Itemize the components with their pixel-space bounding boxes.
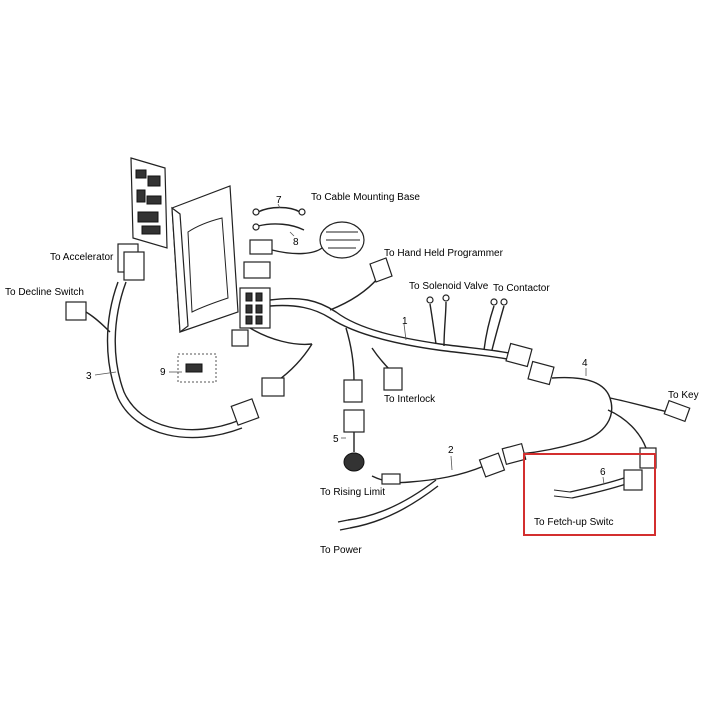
hand-held-programmer-connector [369,257,393,283]
accelerator-connector [117,243,145,281]
label-power: To Power [320,545,362,556]
solenoid-valve-leads [426,294,450,347]
leader-lines [94,203,605,485]
jumper-part-9 [177,329,249,383]
controller-connector-block [239,239,273,329]
part-number-7: 7 [276,195,282,206]
part-number-2: 2 [448,445,454,456]
label-hand-held-programmer: To Hand Held Programmer [384,248,504,259]
label-fetch-up-switch: To Fetch-up Switc [534,517,613,528]
contactor-leads [483,298,508,351]
harness-1-4-connectors [505,342,555,386]
label-interlock: To Interlock [384,394,436,405]
part-number-1: 1 [402,316,408,327]
label-solenoid-valve: To Solenoid Valve [409,281,489,292]
interlock-connector [343,347,403,403]
controller-circuit-board [130,157,168,249]
part-number-8: 8 [293,237,299,248]
harness-2-connector [381,452,506,485]
fetch-up-switch-harness-6 [553,469,643,499]
part-number-4: 4 [582,358,588,369]
part-number-3: 3 [86,371,92,382]
label-cable-mounting-base: To Cable Mounting Base [311,192,420,203]
inline-connector-center [261,377,285,397]
label-rising-limit: To Rising Limit [320,487,385,498]
harness-4-cable [519,376,613,455]
label-contactor: To Contactor [493,283,550,294]
key-connector [663,399,691,423]
highlight-box-part-6 [523,453,656,536]
harness-3-cable [114,281,241,431]
label-key: To Key [668,390,699,401]
part-number-6: 6 [600,467,606,478]
decline-switch-connector [65,301,111,333]
controller-housing [171,185,239,334]
part-number-5: 5 [333,434,339,445]
harness-2-cable [371,465,485,484]
part-number-9: 9 [160,367,166,378]
label-accelerator: To Accelerator [50,252,114,263]
main-harness-cable [269,297,515,355]
label-decline-switch: To Decline Switch [5,287,84,298]
rising-limit-component-5 [343,409,365,472]
power-terminals [337,519,351,531]
harness-3-end-connector [230,398,260,426]
harness-4-end-connector [501,442,657,469]
